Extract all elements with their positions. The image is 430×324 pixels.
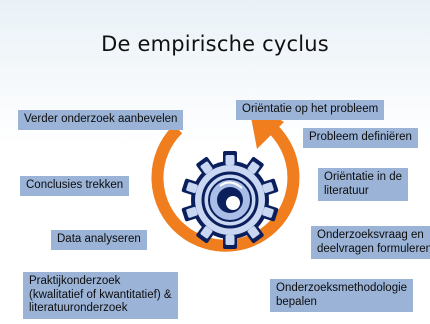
step-orientatie-literatuur: Oriëntatie in de literatuur [318, 168, 408, 201]
step-line: literatuuronderzoek [29, 302, 128, 314]
step-onderzoeksvraag: Onderzoeksvraag en deelvragen formuleren [311, 226, 430, 259]
step-line: Data analyseren [57, 233, 141, 245]
step-line: Conclusies trekken [26, 179, 124, 191]
gear-icon [181, 151, 279, 249]
step-praktijkonderzoek: Praktijkonderzoek (kwalitatief of kwanti… [23, 272, 178, 319]
step-methodologie: Onderzoeksmethodologie bepalen [270, 279, 414, 312]
step-probleem-definieren: Probleem definiëren [303, 128, 418, 148]
slide-title: De empirische cyclus [101, 32, 329, 56]
step-line: Probleem definiëren [309, 131, 412, 143]
step-line: bepalen [276, 295, 317, 308]
step-line: Oriëntatie op het probleem [242, 103, 379, 115]
step-line: literatuur [324, 184, 369, 197]
step-line: Oriëntatie in de [324, 171, 402, 183]
step-line: Verder onderzoek aanbevelen [24, 113, 178, 125]
step-line: (kwalitatief of kwantitatief) & [29, 288, 172, 301]
step-line: Onderzoeksmethodologie [276, 282, 408, 294]
step-verder-onderzoek: Verder onderzoek aanbevelen [18, 110, 184, 130]
step-orientatie-probleem: Oriëntatie op het probleem [236, 100, 385, 120]
step-line: Praktijkonderzoek [29, 275, 121, 287]
step-conclusies: Conclusies trekken [20, 176, 130, 196]
step-line: Onderzoeksvraag en [317, 229, 424, 241]
step-line: deelvragen formuleren [317, 242, 430, 255]
step-data-analyseren: Data analyseren [51, 230, 147, 250]
